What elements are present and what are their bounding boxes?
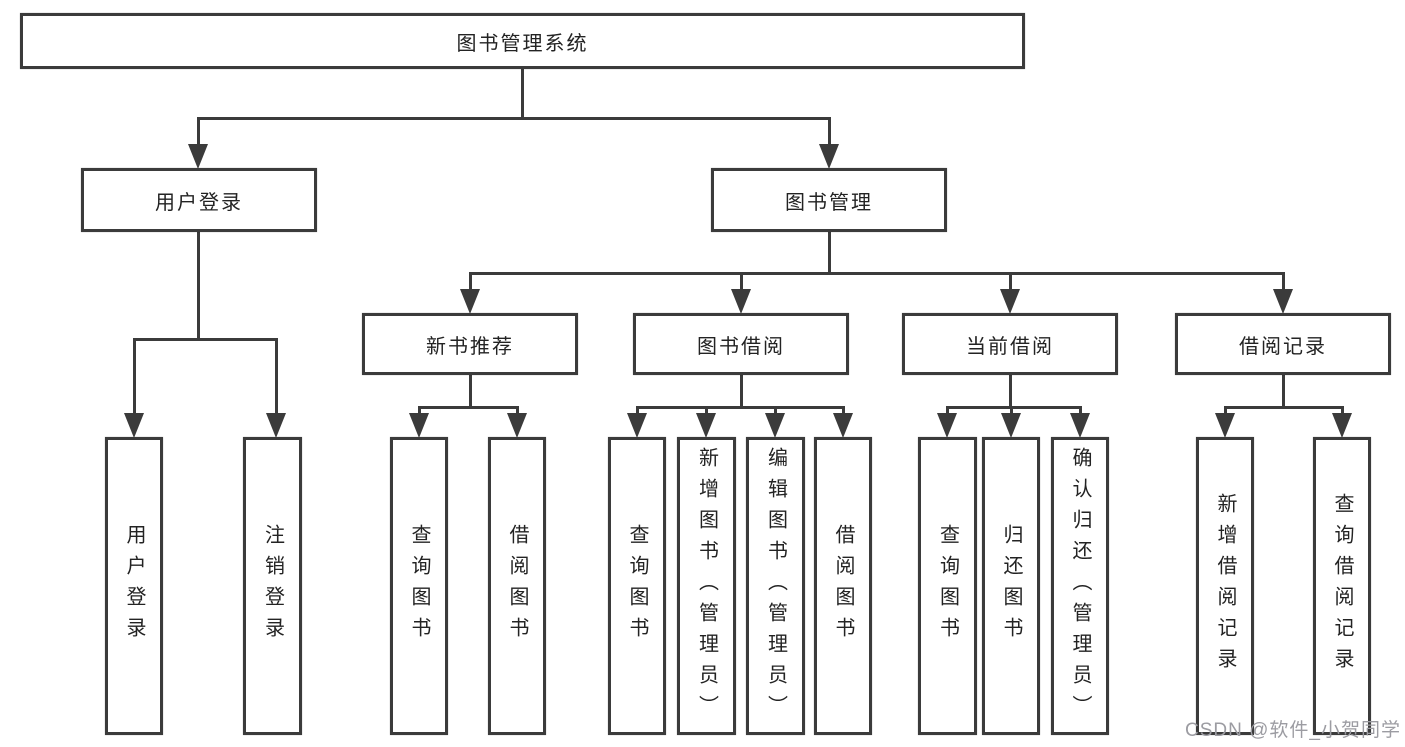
arrow-down-icon (1070, 413, 1090, 438)
connector-drop (1010, 406, 1013, 418)
leaf-query-book-1: 查询图书 (390, 437, 448, 735)
arrow-down-icon (266, 413, 286, 438)
connector-drop (828, 117, 831, 149)
leaf-logout: 注销登录 (243, 437, 302, 735)
leaf-add-book-admin: 新增图书（管理员） (677, 437, 736, 735)
connector-drop (469, 272, 472, 294)
root-system-label: 图书管理系统 (456, 32, 589, 55)
connector-drop (740, 272, 743, 294)
leaf-query-borrow-record-label: 查询借阅记录 (1331, 493, 1353, 679)
leaf-query-borrow-record: 查询借阅记录 (1313, 437, 1371, 735)
node-book-borrow-label: 图书借阅 (697, 335, 785, 358)
leaf-confirm-return: 确认归还（管理员） (1051, 437, 1109, 735)
connector-stem (469, 375, 472, 409)
leaf-query-book-3-label: 查询图书 (936, 524, 959, 648)
connector-drop (1009, 272, 1012, 294)
connector-drop (1224, 406, 1227, 418)
connector-bar (133, 338, 278, 341)
arrow-down-icon (627, 413, 647, 438)
leaf-query-book-2-label: 查询图书 (626, 524, 648, 648)
connector-bar (418, 406, 519, 409)
leaf-borrow-book-2-label: 借阅图书 (832, 524, 854, 648)
arrow-down-icon (696, 413, 716, 438)
connector-bar (1224, 406, 1344, 409)
leaf-query-book-2: 查询图书 (608, 437, 666, 735)
connector-stem (1009, 375, 1012, 409)
leaf-user-login: 用户登录 (105, 437, 163, 735)
connector-bar (636, 406, 845, 409)
node-book-management-label: 图书管理 (785, 191, 873, 214)
arrow-down-icon (1000, 289, 1020, 314)
arrow-down-icon (833, 413, 853, 438)
connector-drop (946, 406, 949, 418)
leaf-borrow-book-1: 借阅图书 (488, 437, 546, 735)
leaf-borrow-book-2: 借阅图书 (814, 437, 872, 735)
connector-drop (133, 338, 136, 418)
connector-stem (828, 232, 831, 275)
connector-stem (1282, 375, 1285, 409)
node-borrow-records-label: 借阅记录 (1239, 335, 1327, 358)
leaf-query-book-3: 查询图书 (918, 437, 977, 735)
leaf-edit-book-admin-label: 编辑图书（管理员） (764, 446, 787, 726)
csdn-watermark: CSDN @软件_小贺同学 (1185, 720, 1401, 741)
connector-drop (418, 406, 421, 418)
connector-drop (516, 406, 519, 418)
connector-stem (197, 232, 200, 341)
node-user-login-label: 用户登录 (155, 191, 243, 214)
arrow-down-icon (765, 413, 785, 438)
leaf-return-book-label: 归还图书 (1000, 524, 1022, 648)
leaf-add-borrow-record-label: 新增借阅记录 (1214, 493, 1236, 679)
leaf-query-book-1-label: 查询图书 (408, 524, 430, 648)
arrow-down-icon (460, 289, 480, 314)
connector-bar (197, 117, 831, 120)
arrow-down-icon (1273, 289, 1293, 314)
arrow-down-icon (1332, 413, 1352, 438)
leaf-add-book-admin-label: 新增图书（管理员） (695, 446, 718, 726)
arrow-down-icon (188, 144, 208, 169)
leaf-edit-book-admin: 编辑图书（管理员） (746, 437, 805, 735)
connector-drop (842, 406, 845, 418)
node-current-borrow-label: 当前借阅 (966, 335, 1054, 358)
leaf-borrow-book-1-label: 借阅图书 (506, 524, 528, 648)
connector-drop (1282, 272, 1285, 294)
connector-drop (197, 117, 200, 149)
arrow-down-icon (409, 413, 429, 438)
node-borrow-records: 借阅记录 (1175, 313, 1391, 375)
node-book-management: 图书管理 (711, 168, 947, 232)
node-current-borrow: 当前借阅 (902, 313, 1118, 375)
connector-drop (1341, 406, 1344, 418)
arrow-down-icon (819, 144, 839, 169)
node-new-book-recommend: 新书推荐 (362, 313, 578, 375)
leaf-user-login-label: 用户登录 (123, 524, 145, 648)
connector-stem (740, 375, 743, 409)
arrow-down-icon (937, 413, 957, 438)
leaf-logout-label: 注销登录 (261, 524, 284, 648)
node-new-book-recommend-label: 新书推荐 (426, 335, 514, 358)
leaf-add-borrow-record: 新增借阅记录 (1196, 437, 1254, 735)
connector-drop (774, 406, 777, 418)
connector-bar (946, 406, 1082, 409)
connector-drop (636, 406, 639, 418)
connector-stem (521, 69, 524, 120)
arrow-down-icon (731, 289, 751, 314)
arrow-down-icon (1001, 413, 1021, 438)
connector-drop (705, 406, 708, 418)
root-system: 图书管理系统 (20, 13, 1025, 69)
connector-drop (1079, 406, 1082, 418)
leaf-return-book: 归还图书 (982, 437, 1040, 735)
arrow-down-icon (124, 413, 144, 438)
connector-bar (469, 272, 1285, 275)
arrow-down-icon (1215, 413, 1235, 438)
node-book-borrow: 图书借阅 (633, 313, 849, 375)
connector-drop (275, 338, 278, 418)
leaf-confirm-return-label: 确认归还（管理员） (1069, 446, 1091, 726)
node-user-login: 用户登录 (81, 168, 317, 232)
arrow-down-icon (507, 413, 527, 438)
